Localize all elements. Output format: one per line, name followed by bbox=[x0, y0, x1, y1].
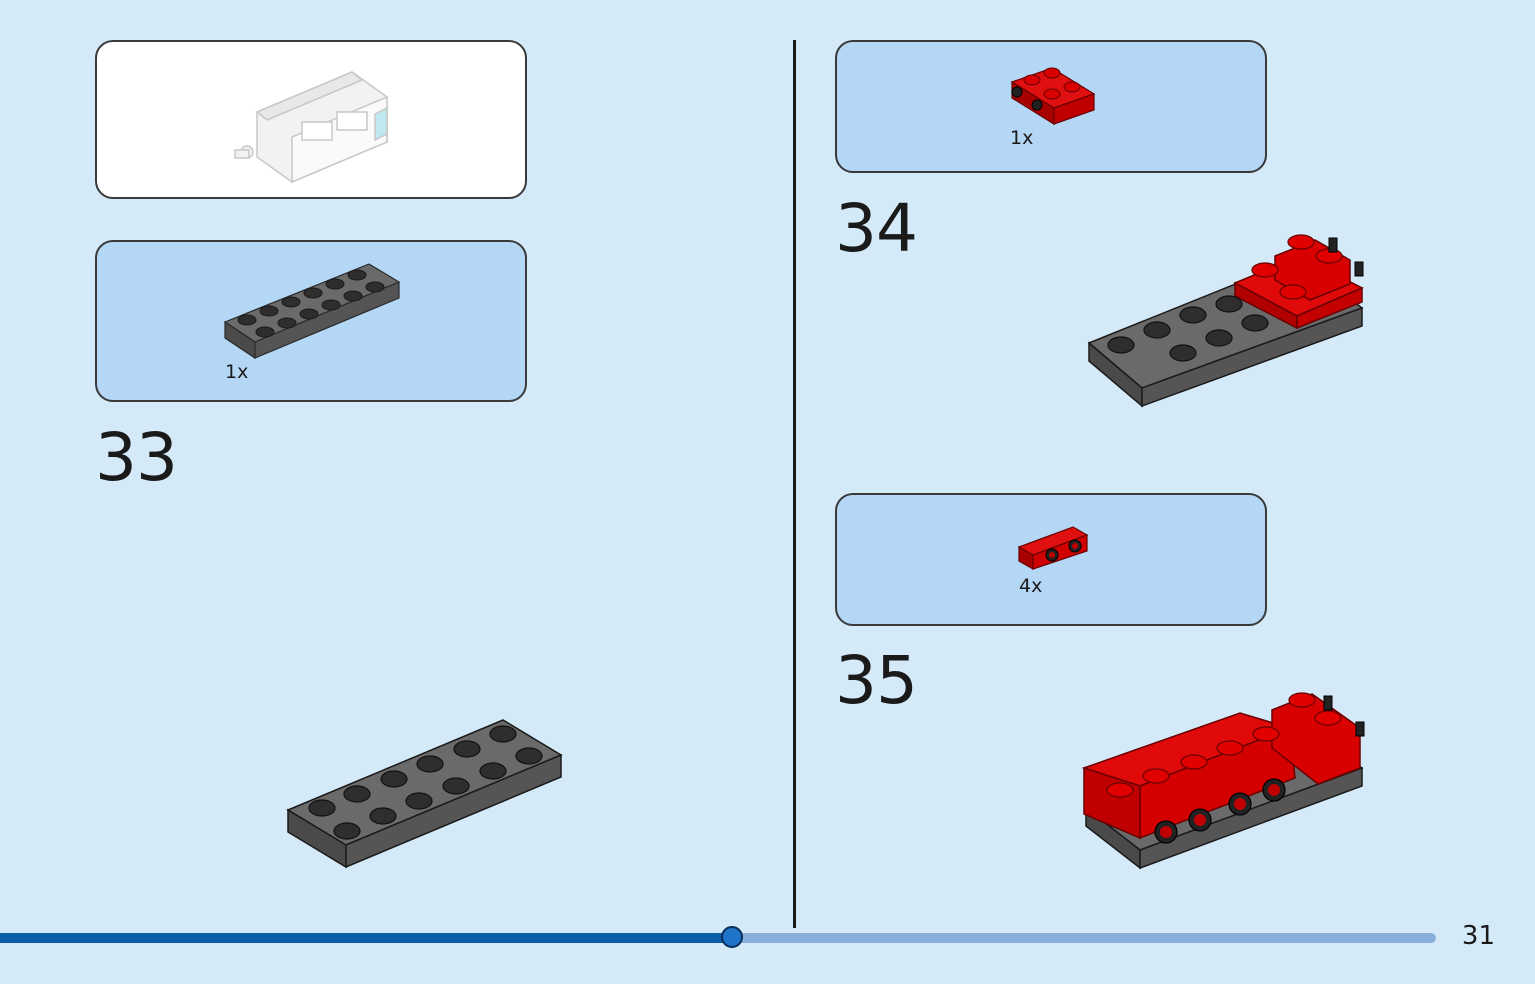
step-number-33: 33 bbox=[95, 419, 178, 496]
page-divider bbox=[793, 40, 796, 928]
page-number: 31 bbox=[1461, 921, 1495, 951]
progress-fill bbox=[0, 933, 732, 943]
context-model-panel bbox=[95, 40, 527, 199]
part-quantity: 1x bbox=[1010, 127, 1034, 149]
van-model-image bbox=[234, 71, 388, 184]
parts-callout-step-33: 1x bbox=[95, 240, 527, 402]
parts-callout-step-35: 4x bbox=[835, 493, 1267, 626]
red-plate-side-studs-icon bbox=[1010, 67, 1096, 126]
step-33-assembly-image bbox=[286, 719, 563, 869]
parts-callout-step-34: 1x bbox=[835, 40, 1267, 173]
step-35-assembly-image bbox=[1081, 692, 1365, 870]
step-number-35: 35 bbox=[835, 642, 918, 719]
gray-plate-2x6-icon bbox=[223, 263, 401, 360]
red-bracket-icon bbox=[1017, 526, 1089, 571]
part-quantity: 4x bbox=[1019, 575, 1043, 597]
step-34-assembly-image bbox=[1087, 234, 1364, 408]
part-quantity: 1x bbox=[225, 361, 249, 383]
progress-handle[interactable] bbox=[721, 926, 743, 948]
step-number-34: 34 bbox=[835, 190, 918, 267]
